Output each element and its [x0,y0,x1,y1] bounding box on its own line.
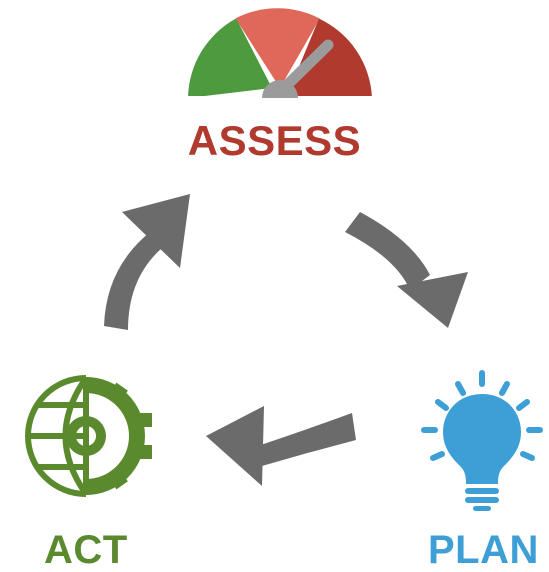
globe-gear-icon [25,375,152,497]
light-rays [421,370,543,461]
gauge-icon [184,8,376,100]
gauge-dark-red-segment [286,18,372,99]
act-label: ACT [44,528,128,572]
arrow-plan-to-act [206,406,356,486]
globe-icon [25,375,89,497]
arrow-act-to-assess [104,194,190,330]
bulb-base-1 [465,488,499,494]
lightbulb-icon [421,370,543,511]
bulb-base-3 [473,506,491,511]
bulb-glass [443,394,521,484]
gauge-light-red-segment [235,8,320,88]
gear-icon [66,377,152,495]
plan-label: PLAN [428,528,539,572]
gauge-green-segment [188,18,272,98]
assess-label: ASSESS [187,117,362,164]
bulb-base-2 [465,497,499,503]
arrow-assess-to-plan [345,212,468,328]
gauge-hub [262,80,298,98]
